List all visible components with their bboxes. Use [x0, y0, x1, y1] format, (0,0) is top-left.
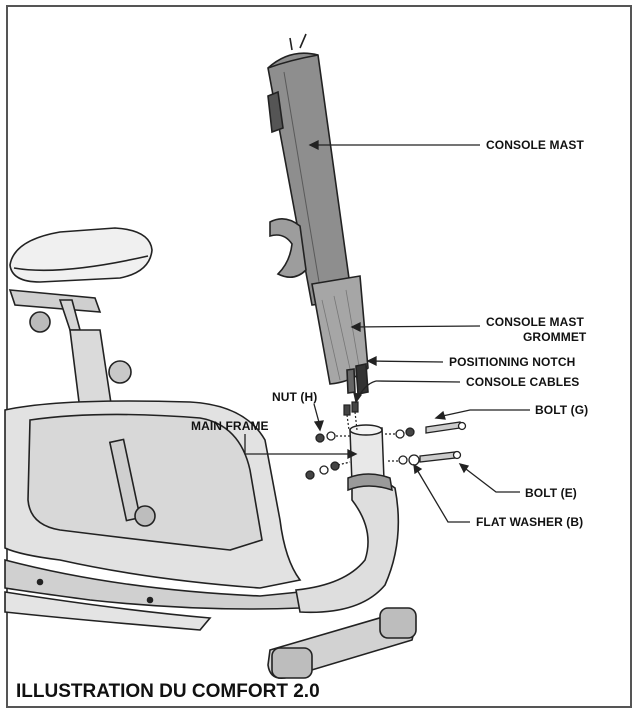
front-upright — [295, 469, 400, 614]
label-bolt-e: BOLT (E) — [525, 486, 577, 500]
label-console-mast-grommet-line1: CONSOLE MAST — [486, 315, 584, 329]
label-console-mast: CONSOLE MAST — [486, 138, 584, 152]
crank-arm — [108, 438, 142, 522]
label-positioning-notch: POSITIONING NOTCH — [449, 355, 576, 369]
bottle-holder — [269, 218, 307, 278]
seat-pad — [9, 227, 153, 283]
main-frame-tube — [347, 424, 393, 492]
bike-frame — [4, 227, 417, 680]
seat-knob — [108, 360, 132, 384]
illustration-caption: ILLUSTRATION DU COMFORT 2.0 — [16, 681, 320, 702]
label-main-frame: MAIN FRAME — [191, 419, 269, 433]
console-mast — [267, 33, 369, 395]
label-nut-h: NUT (H) — [272, 390, 318, 404]
seat-post — [69, 329, 113, 411]
hardware — [305, 421, 467, 480]
label-flat-washer-b: FLAT WASHER (B) — [476, 515, 584, 529]
label-console-mast-grommet-line2: GROMMET — [523, 330, 587, 344]
crank-hub — [134, 505, 156, 527]
label-console-cables: CONSOLE CABLES — [466, 375, 580, 389]
bolt-e-shape — [419, 451, 456, 463]
bolt-g-shape — [425, 421, 461, 434]
console-cables — [343, 401, 359, 431]
seat-slider — [8, 289, 102, 313]
label-bolt-g: BOLT (G) — [535, 403, 589, 417]
leader-lines — [244, 139, 530, 523]
